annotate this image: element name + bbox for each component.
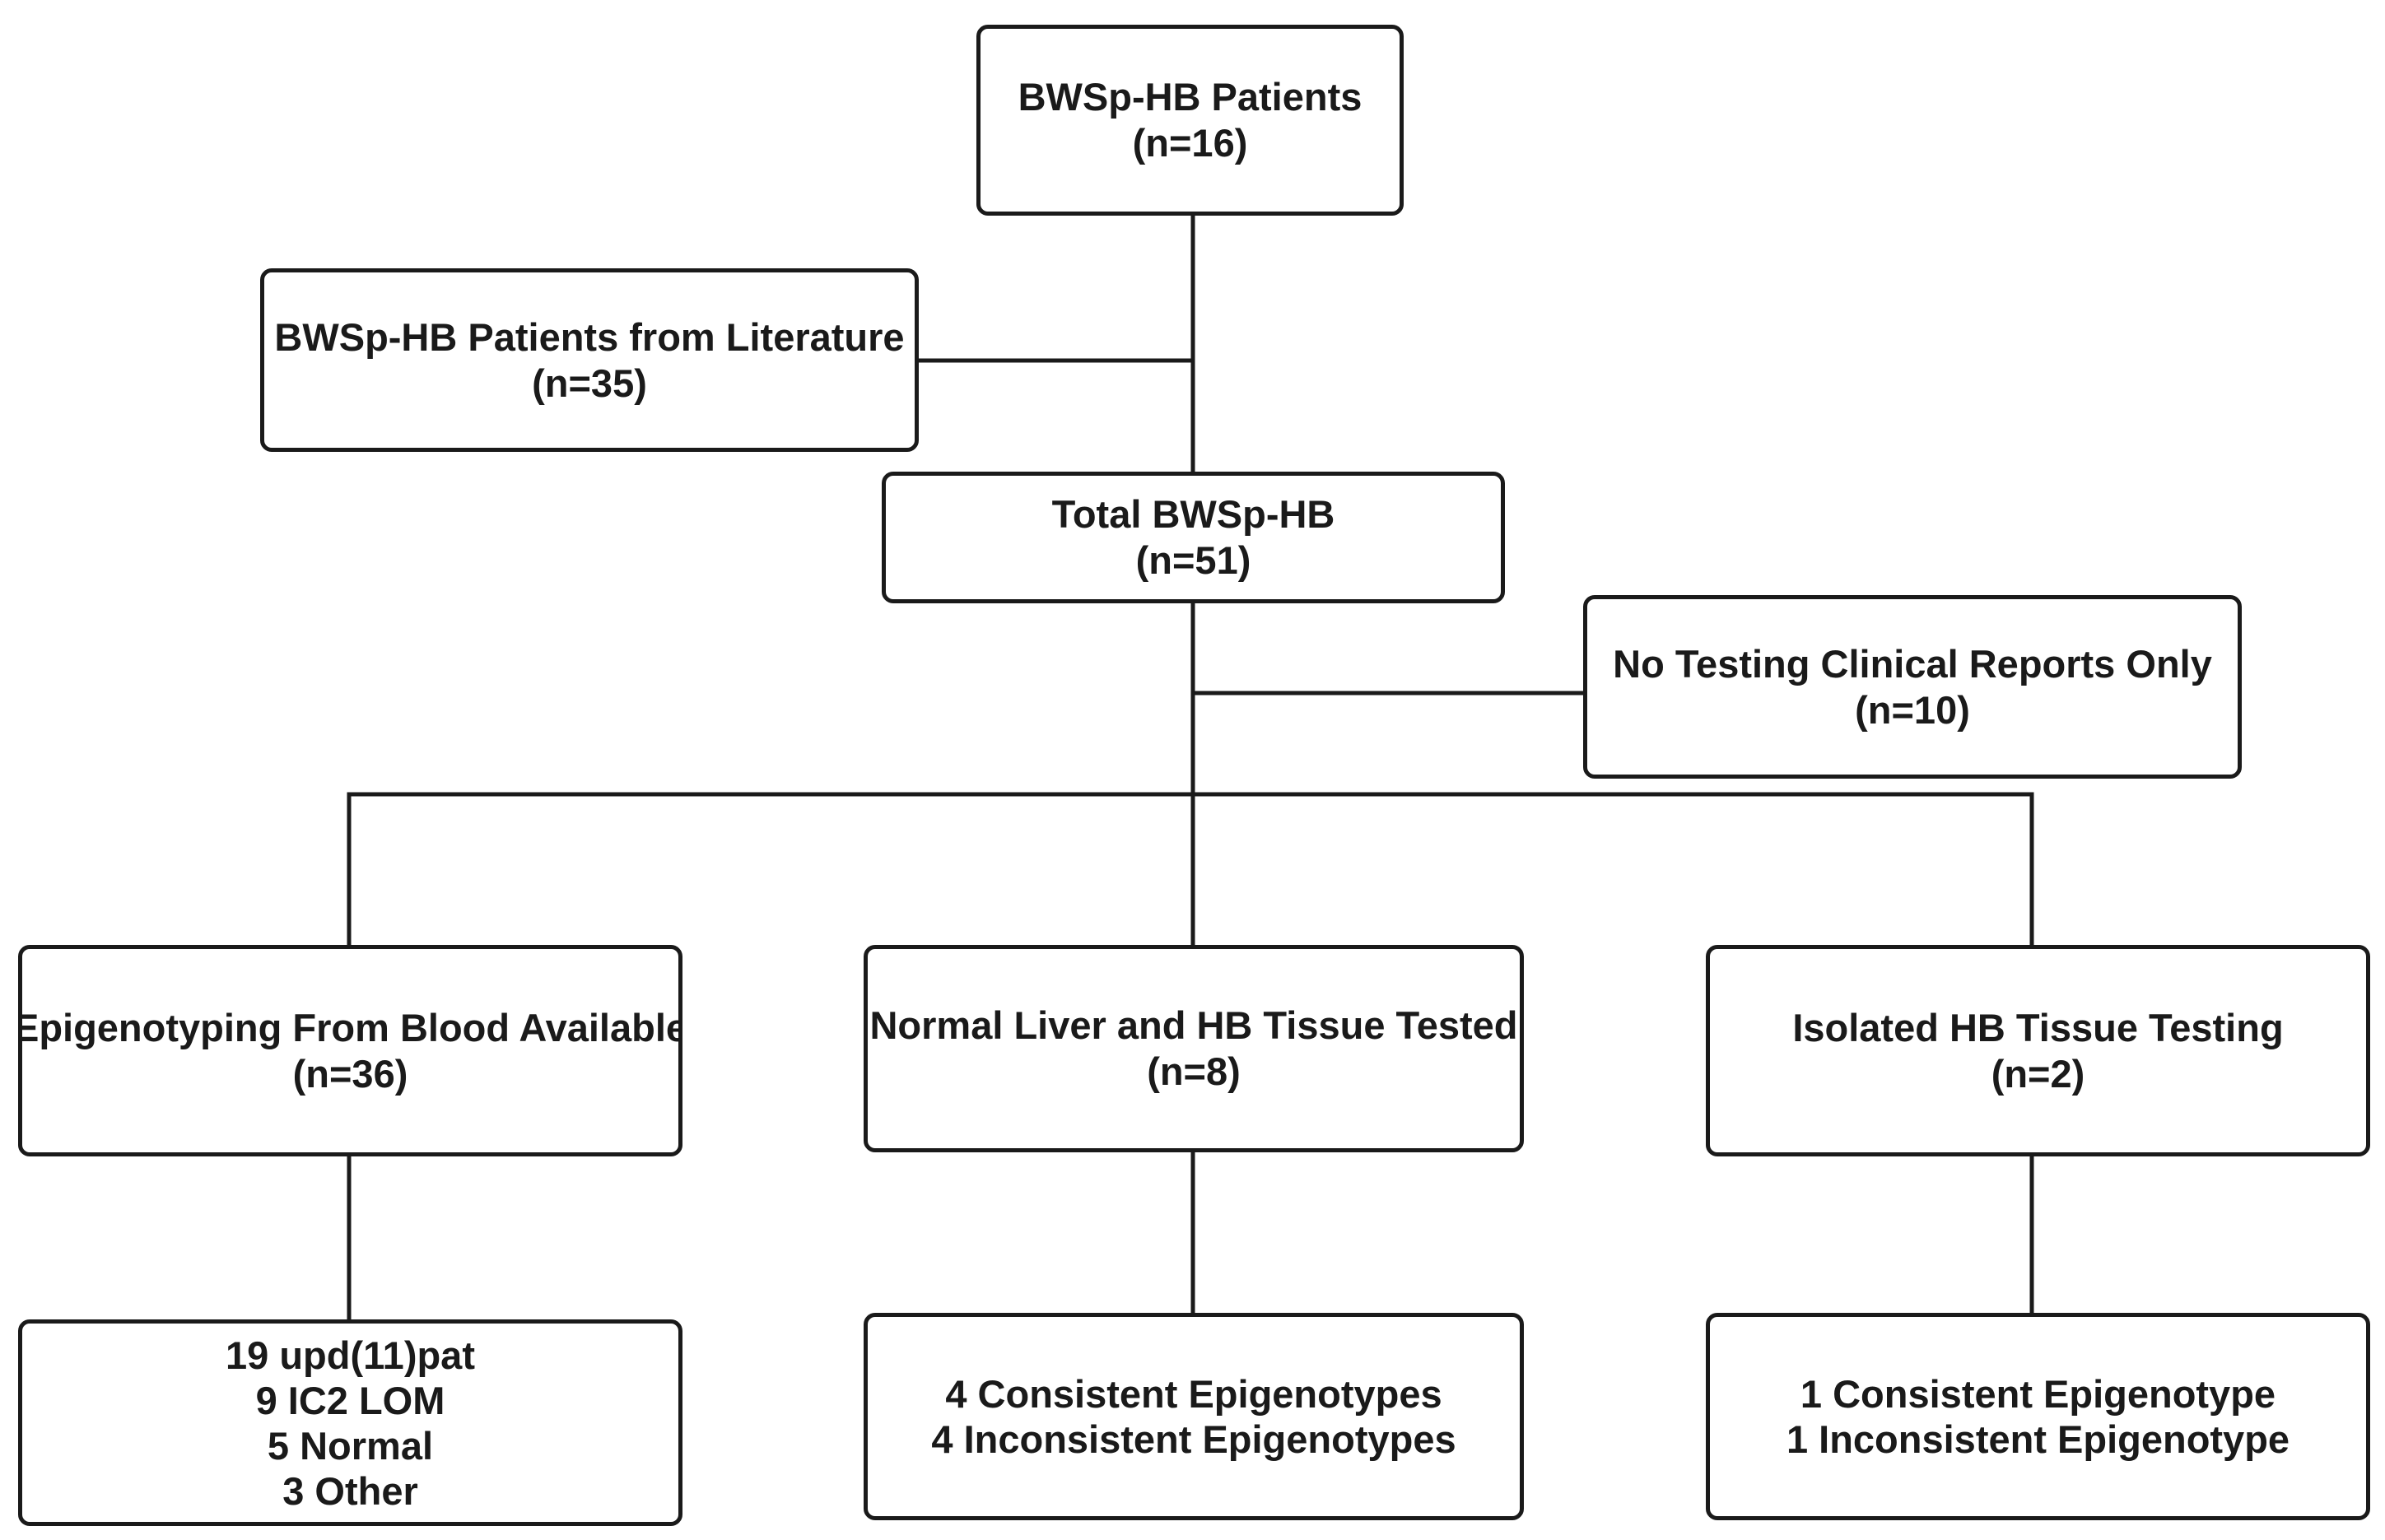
blood-title: Epigenotyping From Blood Available xyxy=(18,1005,682,1049)
liver-result-line: 4 Consistent Epigenotypes xyxy=(945,1372,1442,1416)
total-box: Total BWSp-HB (n=51) xyxy=(882,472,1505,603)
blood-box: Epigenotyping From Blood Available (n=36… xyxy=(18,945,682,1156)
own-patients-title: BWSp-HB Patients xyxy=(1018,75,1363,119)
isolated-tissue-title: Isolated HB Tissue Testing xyxy=(1792,1005,2284,1049)
isolated-result-line: 1 Consistent Epigenotype xyxy=(1800,1372,2276,1416)
blood-results-box: 19 upd(11)pat 9 IC2 LOM 5 Normal 3 Other xyxy=(18,1319,682,1526)
total-count: (n=51) xyxy=(1135,538,1251,582)
blood-count: (n=36) xyxy=(292,1051,408,1096)
blood-result-line: 5 Normal xyxy=(267,1423,434,1468)
literature-patients-box: BWSp-HB Patients from Literature (n=35) xyxy=(260,268,919,452)
isolated-tissue-count: (n=2) xyxy=(1991,1051,2085,1096)
total-title: Total BWSp-HB xyxy=(1051,492,1335,536)
blood-result-line: 19 upd(11)pat xyxy=(226,1333,475,1377)
blood-result-line: 3 Other xyxy=(282,1468,418,1513)
no-testing-box: No Testing Clinical Reports Only (n=10) xyxy=(1583,595,2242,779)
isolated-results-box: 1 Consistent Epigenotype 1 Inconsistent … xyxy=(1706,1313,2370,1520)
own-patients-count: (n=16) xyxy=(1132,121,1248,165)
liver-tissue-title: Normal Liver and HB Tissue Tested xyxy=(869,1003,1518,1047)
no-testing-title: No Testing Clinical Reports Only xyxy=(1613,641,2212,686)
literature-patients-count: (n=35) xyxy=(532,361,647,405)
liver-results-box: 4 Consistent Epigenotypes 4 Inconsistent… xyxy=(864,1313,1524,1520)
isolated-result-line: 1 Inconsistent Epigenotype xyxy=(1786,1417,2290,1461)
isolated-tissue-box: Isolated HB Tissue Testing (n=2) xyxy=(1706,945,2370,1156)
own-patients-box: BWSp-HB Patients (n=16) xyxy=(976,25,1404,216)
blood-result-line: 9 IC2 LOM xyxy=(255,1378,445,1422)
liver-tissue-box: Normal Liver and HB Tissue Tested (n=8) xyxy=(864,945,1524,1152)
liver-result-line: 4 Inconsistent Epigenotypes xyxy=(931,1417,1456,1461)
no-testing-count: (n=10) xyxy=(1855,687,1970,732)
literature-patients-title: BWSp-HB Patients from Literature xyxy=(274,314,905,359)
liver-tissue-count: (n=8) xyxy=(1147,1049,1241,1093)
